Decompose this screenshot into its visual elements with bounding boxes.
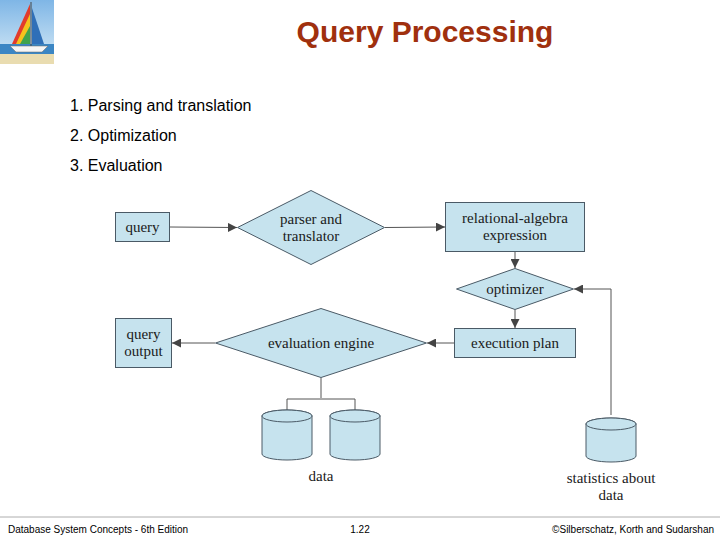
- database-cylinder: statistics about data: [566, 415, 656, 510]
- logo-sail: [32, 8, 44, 44]
- cylinder-top: [262, 410, 312, 422]
- node-label: data: [255, 468, 387, 485]
- flow-arrow: [321, 378, 322, 398]
- flow-arrow: [515, 310, 516, 328]
- flow-arrow: [170, 227, 237, 229]
- flow-arrow: [427, 343, 454, 344]
- slide-title: Query Processing: [240, 14, 610, 50]
- node-label: evaluation engine: [246, 335, 396, 352]
- cylinder-body: [586, 418, 636, 462]
- diamond-shape: [238, 191, 385, 265]
- process-diamond: parser and translator: [237, 190, 385, 265]
- node-text-group: data: [255, 468, 387, 485]
- logo-hull: [10, 46, 48, 52]
- footer-text: ©Silberschatz, Korth and Sudarshan: [480, 524, 714, 536]
- node-label: optimizer: [475, 281, 555, 298]
- branch-line: [287, 399, 355, 410]
- logo-sail-stripe: [20, 26, 30, 44]
- node-label: relational-algebra expression: [447, 210, 583, 244]
- cylinder-top: [586, 418, 636, 430]
- footer-text: Database System Concepts - 6th Edition: [8, 524, 268, 536]
- flow-arrow: [172, 343, 215, 344]
- list-item: 1. Parsing and translation: [70, 96, 390, 115]
- flow-arrow: [574, 289, 611, 415]
- process-diamond: optimizer: [456, 268, 574, 310]
- list-item: 3. Evaluation: [70, 156, 390, 175]
- cylinder-body: [262, 410, 312, 460]
- result-box: execution plan: [454, 328, 576, 358]
- logo-sand: [0, 54, 54, 64]
- footer-rule: [0, 517, 720, 518]
- diamond-shape: [457, 269, 574, 310]
- node-text-group: relational-algebra expression: [447, 210, 583, 244]
- node-text-group: parser and translator: [266, 211, 356, 245]
- logo-sail: [12, 4, 30, 44]
- node-label: execution plan: [455, 335, 575, 352]
- database-cylinders: data: [255, 398, 387, 490]
- result-box: relational-algebra expression: [445, 202, 585, 252]
- node-text-group: statistics about data: [566, 470, 656, 504]
- logo-sky: [0, 0, 54, 64]
- node-label: parser and translator: [266, 211, 356, 245]
- node-label: query: [116, 219, 169, 236]
- diamond-shape: [216, 309, 427, 378]
- node-text-group: execution plan: [455, 335, 575, 352]
- cylinder-body: [330, 410, 380, 460]
- logo-sea: [0, 44, 54, 54]
- flow-arrow: [385, 227, 445, 229]
- node-text-group: optimizer: [475, 281, 555, 298]
- logo-sail-stripe: [16, 14, 30, 44]
- logo-sailboat: [0, 0, 54, 64]
- node-text-group: query output: [116, 326, 171, 360]
- node-text-group: query: [116, 219, 169, 236]
- logo-mast: [31, 2, 32, 48]
- process-diamond: evaluation engine: [215, 308, 427, 378]
- node-text-group: evaluation engine: [246, 335, 396, 352]
- list-item: 2. Optimization: [70, 126, 390, 145]
- output-box: query output: [115, 318, 172, 368]
- cylinder-top: [330, 410, 380, 422]
- input-box: query: [115, 212, 170, 242]
- page-number: 1.22: [330, 524, 390, 536]
- node-label: query output: [116, 326, 171, 360]
- flow-arrow: [515, 252, 516, 268]
- node-label: statistics about data: [566, 470, 656, 504]
